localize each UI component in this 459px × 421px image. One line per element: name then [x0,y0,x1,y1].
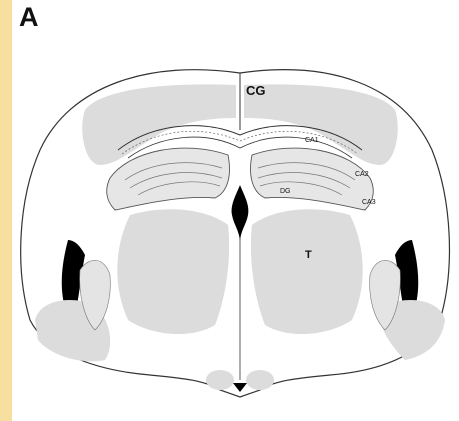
label-cg: CG [246,83,266,98]
label-ca3: CA3 [362,199,376,206]
label-t: T [305,249,312,261]
bottom-bump-right [246,370,274,390]
label-dg: DG [280,188,291,195]
thalamus-left [117,209,229,334]
thalamus-right [251,209,363,334]
label-ca2: CA2 [355,171,369,178]
bottom-bump-left [206,370,234,390]
label-ca1: CA1 [305,137,319,144]
